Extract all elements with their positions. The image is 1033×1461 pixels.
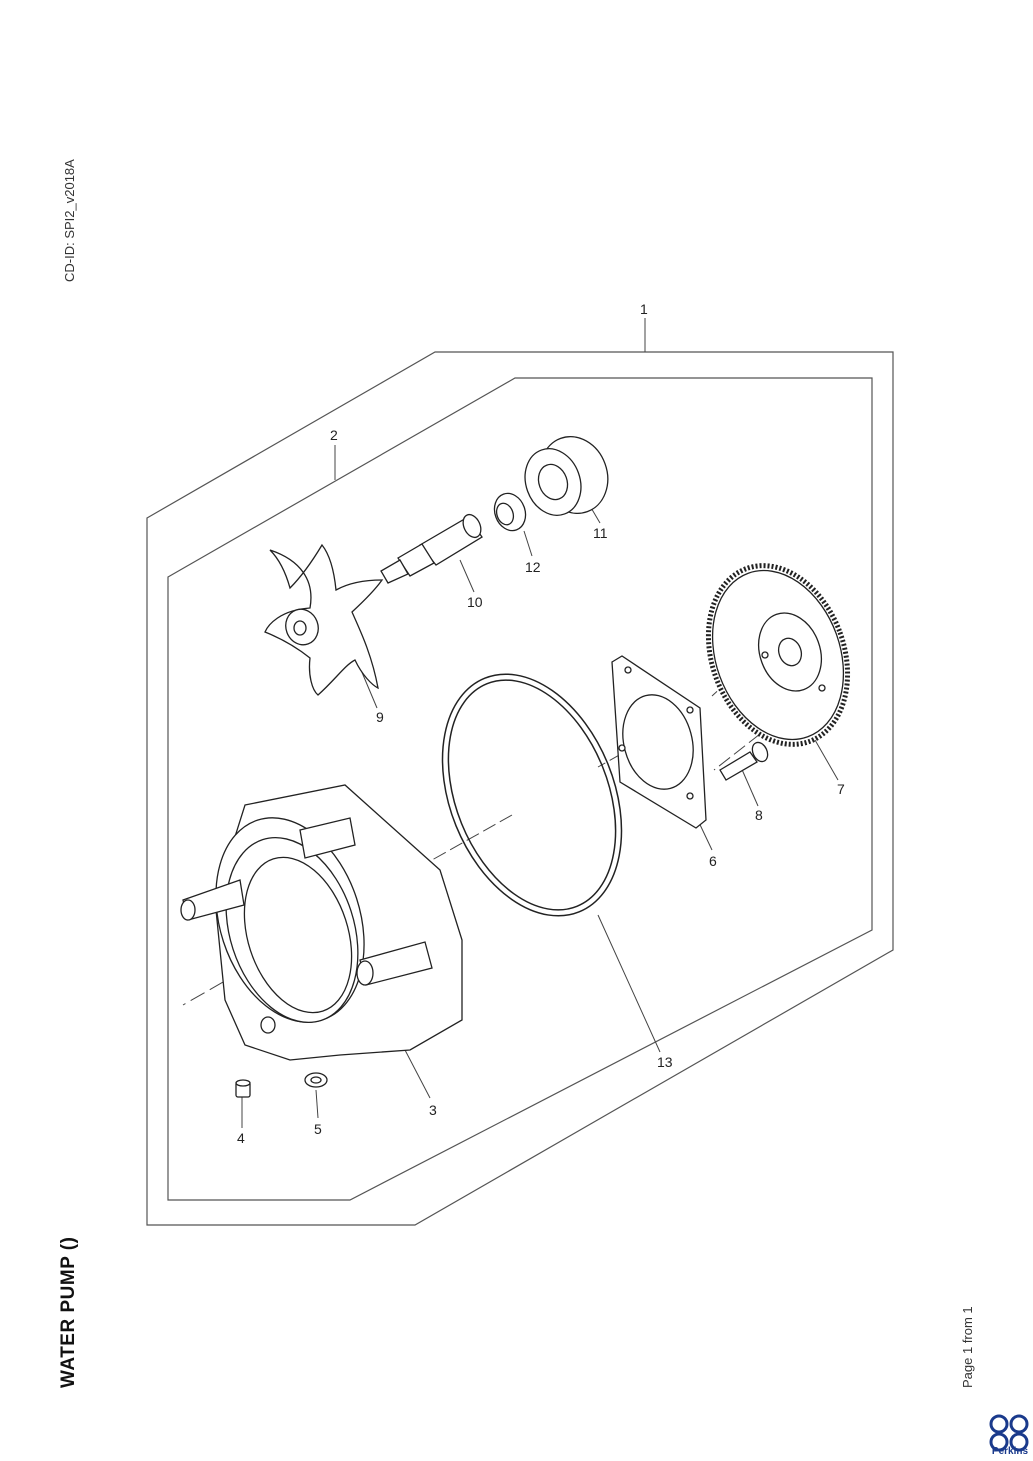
shaft-part-10 — [380, 513, 483, 584]
callout-2: 2 — [330, 427, 338, 443]
callout-5: 5 — [314, 1121, 322, 1137]
callout-13: 13 — [657, 1054, 673, 1070]
plug-part-5 — [304, 1072, 328, 1088]
kit-outer-frame — [146, 351, 894, 1226]
callout-7: 7 — [837, 781, 845, 797]
callout-1: 1 — [640, 301, 648, 317]
plug-part-4 — [235, 1079, 251, 1098]
o-ring-part-13 — [441, 673, 623, 917]
callout-labels: 1 2 3 4 5 6 7 8 9 10 11 12 13 — [237, 301, 845, 1146]
callout-12: 12 — [525, 559, 541, 575]
kit-inner-frame — [167, 377, 873, 1201]
callout-11: 11 — [593, 525, 608, 541]
callout-9: 9 — [376, 709, 384, 725]
gear-part-7 — [705, 563, 851, 747]
callout-6: 6 — [709, 853, 717, 869]
callout-10: 10 — [467, 594, 483, 610]
bearing-part-11 — [524, 436, 609, 516]
perkins-logo — [989, 1414, 1029, 1452]
callout-4: 4 — [237, 1130, 245, 1146]
brand-name: Perkins — [991, 1446, 1029, 1457]
callout-3: 3 — [429, 1102, 437, 1118]
bolt-part-8 — [719, 741, 769, 781]
impeller-part-9 — [264, 543, 384, 696]
seal-part-12 — [493, 492, 527, 532]
callout-8: 8 — [755, 807, 763, 823]
pump-housing-part-3 — [180, 784, 463, 1061]
gasket-part-6 — [611, 655, 707, 829]
